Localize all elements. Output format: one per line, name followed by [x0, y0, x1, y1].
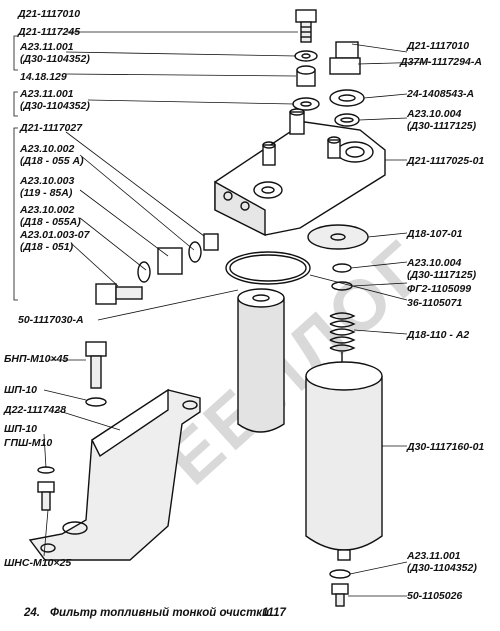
- label-a23-01-003-07: А23.01.003-07: [20, 229, 90, 241]
- label-a23-10-004-a: А23.10.004: [407, 108, 462, 120]
- label-a23-10-002-a: А23.10.002: [20, 143, 75, 155]
- figure-number: 24.: [24, 607, 40, 619]
- spring-seat: [307, 224, 369, 291]
- label-d21-1117010-right: Д21-1117010: [407, 40, 470, 52]
- label-d22-1117428: Д22-1117428: [4, 404, 67, 416]
- filter-element: [237, 288, 285, 433]
- label-shns-m10x25: ШНС-М10×25: [4, 557, 72, 569]
- label-a23-10-003: А23.10.003: [20, 175, 75, 187]
- fitting-chain: [95, 233, 219, 305]
- label-a23-11-001-a: А23.11.001: [20, 41, 74, 53]
- label-d30-1104352-b: (Д30-1104352): [20, 100, 90, 112]
- bracket-marker: [13, 35, 18, 71]
- label-gpsh-m10: ГПШ-М10: [4, 437, 53, 449]
- bracket-fasteners: [37, 341, 107, 511]
- label-50-1105026: 50-1105026: [407, 590, 463, 602]
- label-d30-1104352-a: (Д30-1104352): [20, 53, 90, 65]
- label-d21-1117010-top: Д21-1117010: [18, 8, 81, 20]
- label-shp-10-a: ШП-10: [4, 384, 38, 396]
- label-d30-1104352-right: (Д30-1104352): [407, 562, 477, 574]
- mounting-bracket: [28, 388, 201, 561]
- label-d30-1117125-a: (Д30-1117125): [407, 120, 477, 132]
- label-bnp-m10x45: БНП-М10×45: [4, 353, 69, 365]
- filter-housing: [305, 361, 383, 561]
- label-d21-1117025-01: Д21-1117025-01: [407, 155, 485, 167]
- label-36-1105071: 36-1105071: [407, 297, 463, 309]
- label-fg2-1105099: ФГ2-1105099: [407, 283, 472, 295]
- leader-lines: [43, 31, 431, 597]
- label-d18-055a-b: (Д18 - 055А): [20, 216, 81, 228]
- label-d21-1117245: Д21-1117245: [18, 26, 81, 38]
- figure-title: Фильтр топливный тонкой очистки: [50, 607, 270, 619]
- label-d37m-1117294-a: Д37М-1117294-А: [400, 56, 482, 68]
- label-d18-055a-a: (Д18 - 055 А): [20, 155, 84, 167]
- top-washers: [292, 50, 320, 111]
- label-d30-1117160-01: Д30-1117160-01: [407, 441, 485, 453]
- label-14-18-129: 14.18.129: [20, 71, 67, 83]
- label-a23-10-002-b: А23.10.002: [20, 204, 75, 216]
- drain-plug: [329, 41, 365, 127]
- figure-page-number: 1117: [262, 607, 286, 619]
- top-bolt: [295, 9, 317, 43]
- filter-head: [214, 108, 386, 237]
- bottom-fasteners: [329, 569, 351, 607]
- label-24-1408543-a: 24-1408543-А: [407, 88, 475, 100]
- label-d18-051: (Д18 - 051): [20, 241, 74, 253]
- label-d30-1117125-b: (Д30-1117125): [407, 269, 477, 281]
- label-a23-11-001-b: А23.11.001: [20, 88, 74, 100]
- label-shp-10-b: ШП-10: [4, 423, 38, 435]
- label-a23-10-004-b: А23.10.004: [407, 257, 462, 269]
- label-d21-1117027: Д21-1117027: [20, 122, 83, 134]
- label-d18-107-01: Д18-107-01: [407, 228, 463, 240]
- gasket-ring: [225, 251, 311, 285]
- label-d18-110-a2: Д18-110 - А2: [407, 329, 470, 341]
- label-a23-11-001-right: А23.11.001: [407, 550, 461, 562]
- label-50-1117030-a: 50-1117030-А: [18, 314, 84, 326]
- label-119-85a: (119 - 85А): [20, 187, 73, 199]
